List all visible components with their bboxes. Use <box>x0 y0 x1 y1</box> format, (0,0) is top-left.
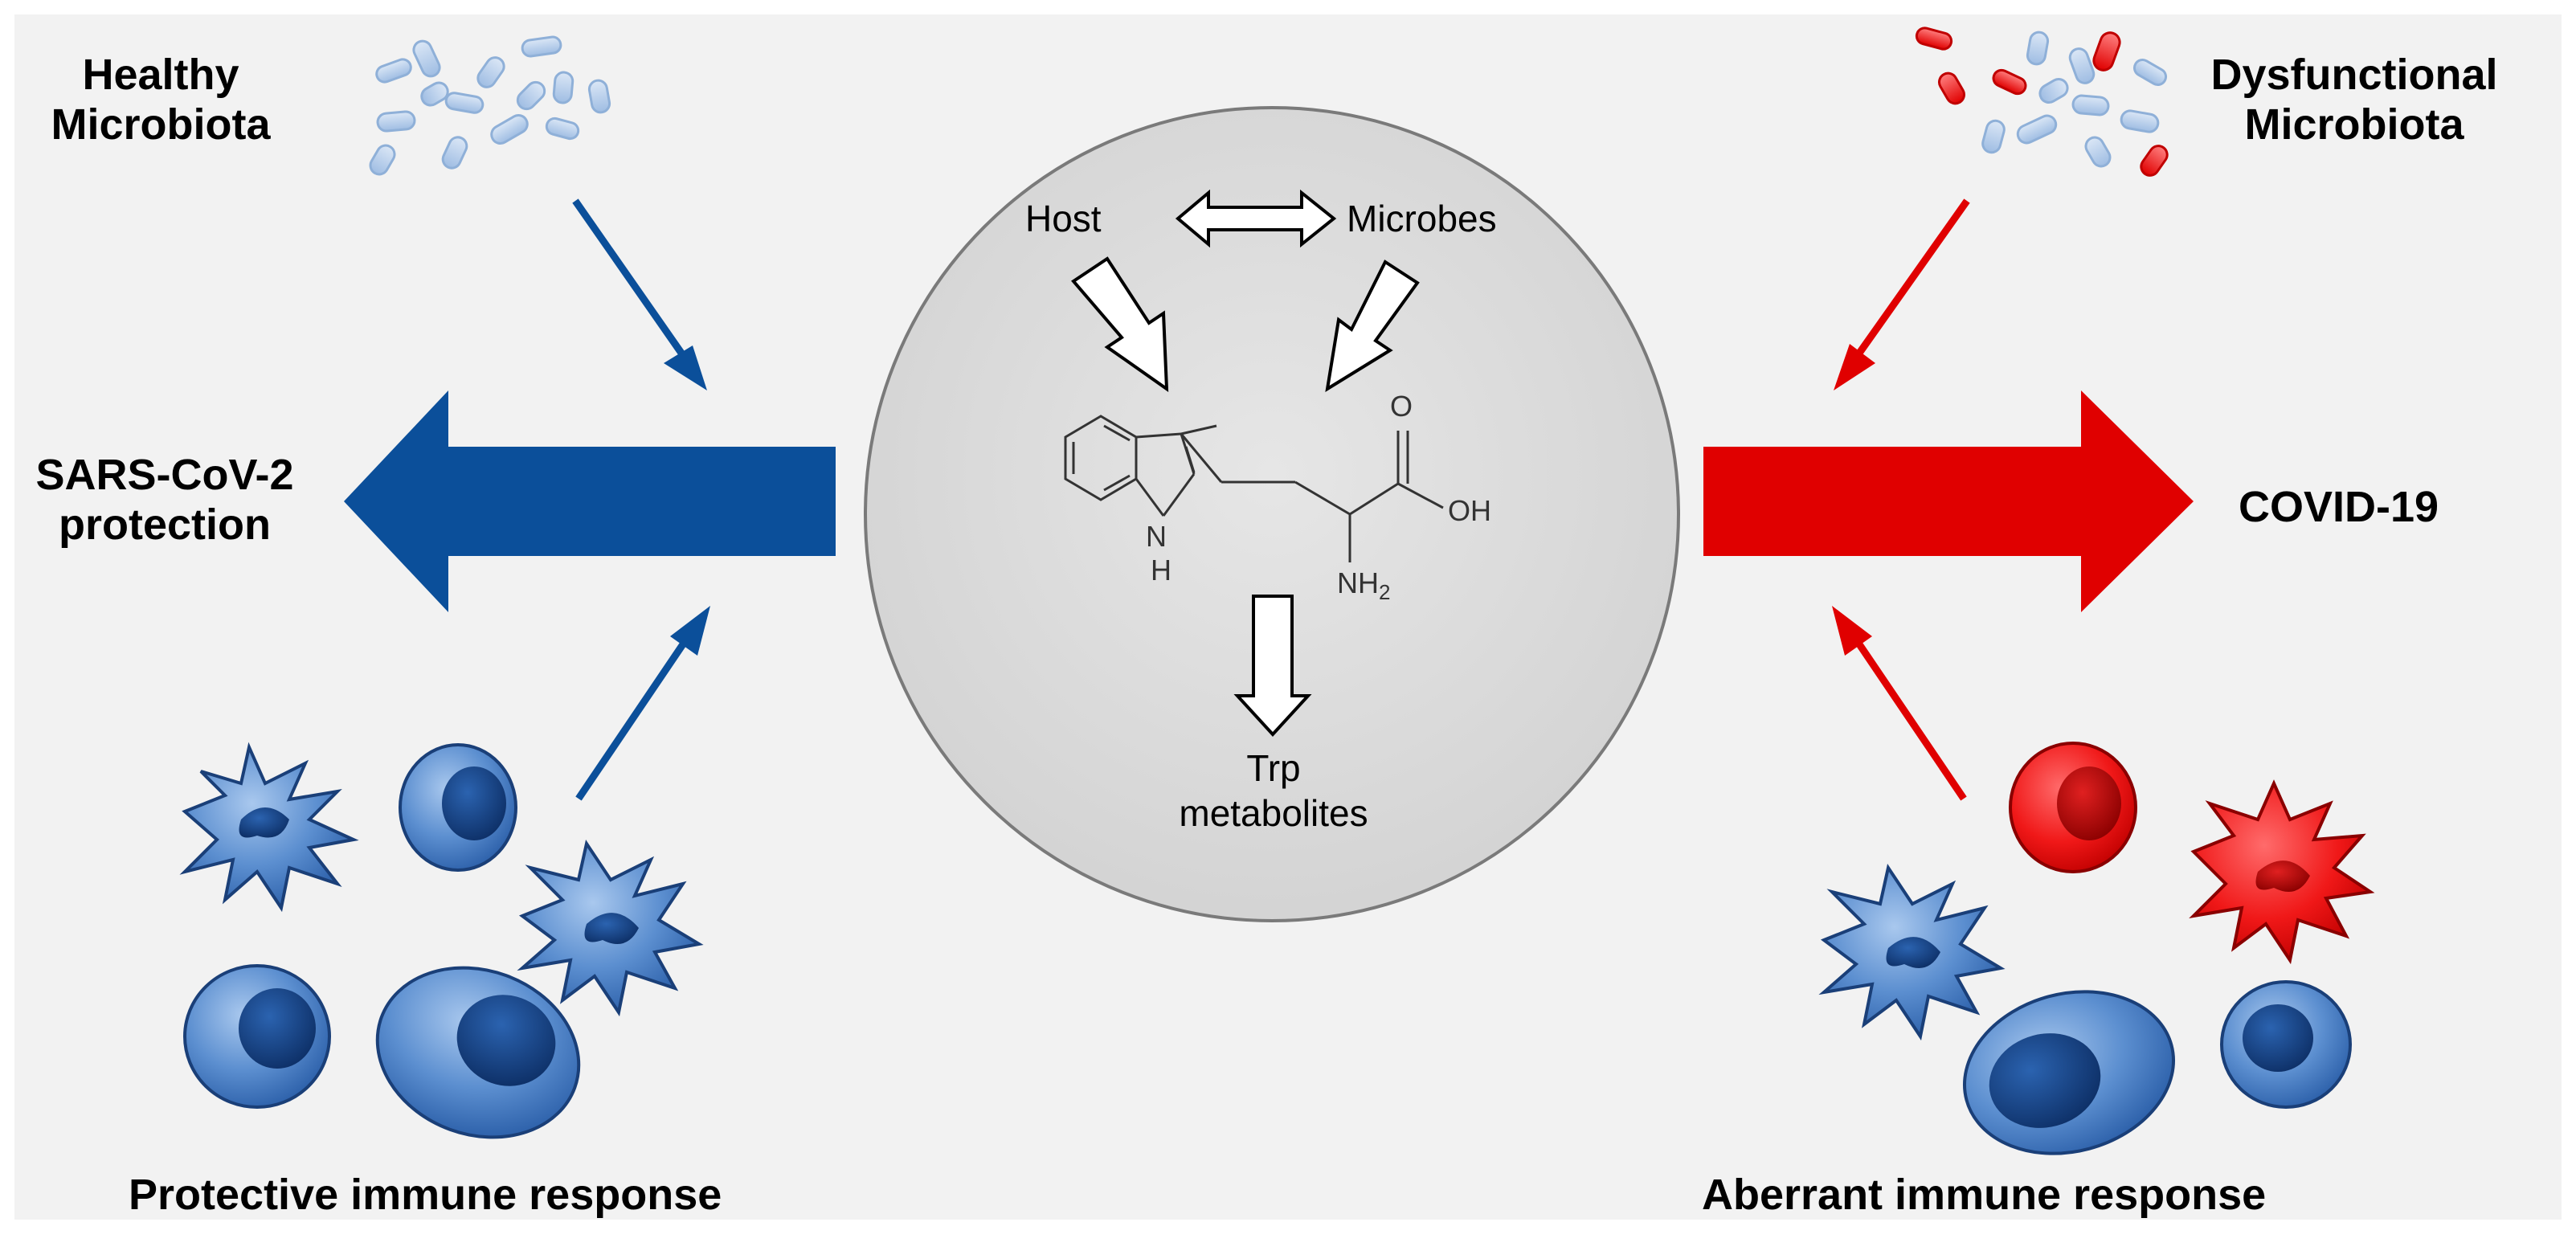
protective-immune-response-label: Protective immune response <box>129 1171 722 1219</box>
aberrant-immune-response-label: Aberrant immune response <box>1702 1171 2267 1219</box>
healthy-line1: Healthy <box>82 51 239 99</box>
host-to-molecule-arrow <box>1071 256 1169 392</box>
host-microbes-double-arrow <box>1175 189 1337 248</box>
sars-cov-2-protection-label: SARS-CoV-2 protection <box>16 450 313 550</box>
lymphocyte-cell-icon <box>2220 980 2352 1109</box>
cells-to-center-arrow-left <box>575 606 710 801</box>
trp-metabolites-label: Trp metabolites <box>1157 746 1390 836</box>
hydrogen-atom-label: H <box>1151 554 1171 587</box>
aberrant-cells-group <box>1818 742 2375 1155</box>
healthy-bacteria-icon <box>369 35 611 176</box>
nitrogen-atom-label: N <box>1146 520 1167 553</box>
dysfunctional-bacteria-icon <box>1915 27 2169 177</box>
macrophage-cell-icon <box>375 966 581 1139</box>
metabolites-line: metabolites <box>1179 792 1368 834</box>
cells-to-center-arrow-right <box>1832 606 1967 801</box>
tryptophan-molecule-icon <box>1064 415 1444 562</box>
hydroxyl-label: OH <box>1448 494 1491 527</box>
macrophage-cell-icon <box>1962 990 2176 1155</box>
healthy-to-center-arrow <box>572 198 707 390</box>
host-label: Host <box>1025 198 1102 239</box>
healthy-microbiota-label: Healthy Microbiota <box>24 50 297 149</box>
center-circle <box>864 106 1680 922</box>
dysfunctional-line1: Dysfunctional <box>2210 51 2498 99</box>
dysfunctional-to-center-arrow <box>1834 198 1970 390</box>
trp-line: Trp <box>1246 747 1301 789</box>
amine-subscript: 2 <box>1379 580 1391 605</box>
protective-cells-group <box>179 742 704 1139</box>
dendritic-cell-icon <box>179 742 359 913</box>
protection-arrow <box>344 390 836 612</box>
dendritic-cell-icon <box>1818 863 2006 1041</box>
molecule-to-metabolites-arrow <box>1233 595 1312 737</box>
amine-label: NH2 <box>1337 567 1390 608</box>
protection-line1: SARS-CoV-2 <box>35 451 294 499</box>
oxygen-atom-label: O <box>1390 390 1413 423</box>
dysfunctional-microbiota-label: Dysfunctional Microbiota <box>2177 50 2531 149</box>
protection-line2: protection <box>59 501 271 549</box>
lymphocyte-cell-icon <box>183 964 331 1109</box>
covid-19-label: COVID-19 <box>2239 483 2439 531</box>
red-lymphocyte-cell-icon <box>2009 742 2137 873</box>
healthy-line2: Microbiota <box>51 100 271 149</box>
microbes-label: Microbes <box>1347 198 1497 239</box>
lymphocyte-cell-icon <box>399 743 517 872</box>
red-dendritic-cell-icon <box>2189 779 2375 965</box>
amine-text: NH <box>1337 566 1379 599</box>
dysfunctional-line2: Microbiota <box>2244 100 2464 149</box>
dendritic-cell-icon <box>517 839 704 1017</box>
microbes-to-molecule-arrow <box>1325 260 1420 392</box>
covid-arrow <box>1703 390 2194 612</box>
